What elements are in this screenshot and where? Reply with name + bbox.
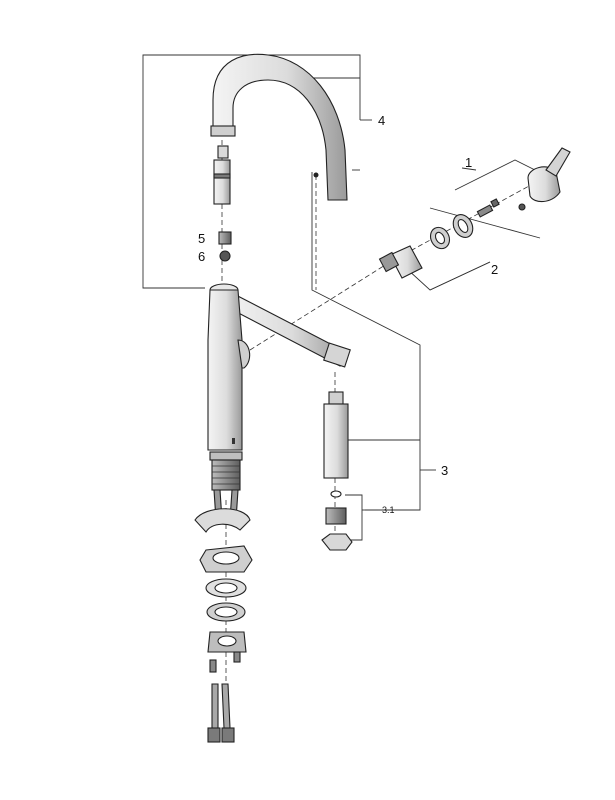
leader-lines bbox=[142, 54, 546, 710]
callout-labels: 1 2 3 3.1 4 5 6 bbox=[198, 113, 498, 515]
mounting-hardware bbox=[199, 545, 253, 743]
spout-assembly bbox=[210, 53, 348, 205]
spout-screw-icon bbox=[313, 172, 319, 178]
callout-4: 4 bbox=[378, 113, 385, 128]
spray-aerator bbox=[325, 507, 347, 525]
callout-5: 5 bbox=[198, 231, 205, 246]
spray-head-assembly bbox=[321, 391, 353, 551]
callout-3: 3 bbox=[441, 463, 448, 478]
callout-6: 6 bbox=[198, 249, 205, 264]
callout-1: 1 bbox=[465, 155, 472, 170]
small-parts-5-6 bbox=[218, 231, 232, 262]
callout-2: 2 bbox=[491, 262, 498, 277]
part-5-insert bbox=[218, 231, 232, 245]
spray-seal bbox=[330, 490, 342, 498]
callout-3-1: 3.1 bbox=[382, 505, 395, 515]
spray-nut bbox=[321, 533, 353, 551]
faucet-body bbox=[194, 283, 351, 533]
handle-cartridge-assembly bbox=[378, 147, 571, 279]
part-6-seal bbox=[219, 250, 231, 262]
